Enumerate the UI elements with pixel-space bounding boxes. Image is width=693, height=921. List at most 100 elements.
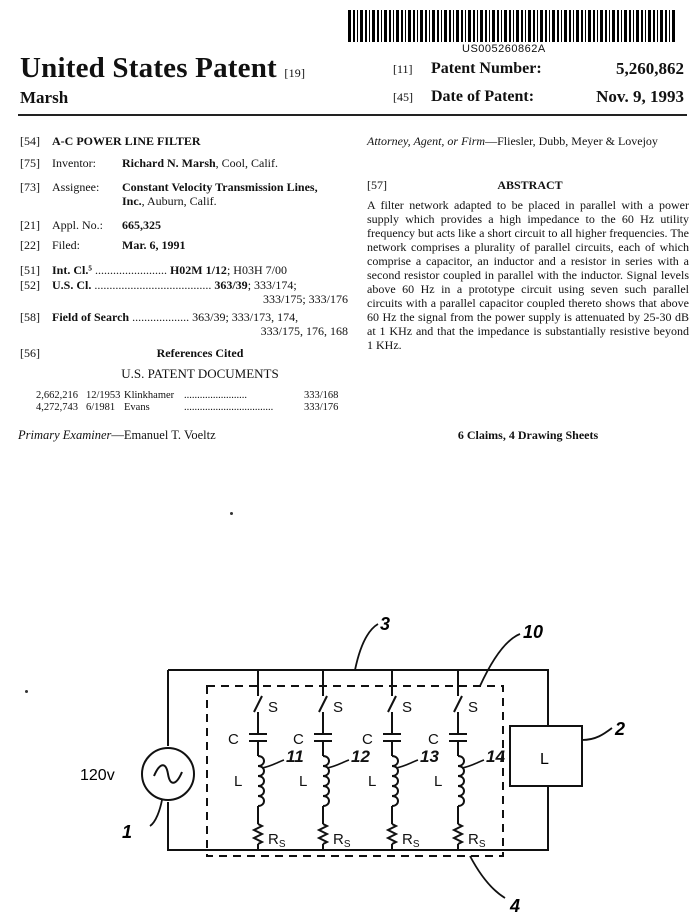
int-cl-leader: ........................ — [94, 263, 167, 277]
ref-class: 333/176 — [304, 402, 339, 413]
resistor-symbol — [251, 823, 265, 845]
primary-examiner: Primary Examiner—Emanuel T. Voeltz — [18, 428, 216, 442]
branch-ref-leader — [261, 759, 285, 769]
branch-ref-leader — [326, 759, 350, 769]
field-21: [21] Appl. No.: 665,325 — [20, 218, 350, 232]
claims-sheets: 6 Claims, 4 Drawing Sheets — [457, 428, 599, 442]
branch-ref-leader — [395, 759, 419, 769]
resistor-subscript: S — [413, 839, 420, 850]
inductor-symbol — [391, 755, 399, 807]
us-cl-leader: ....................................... — [94, 278, 212, 292]
field-75-code: [75] — [20, 156, 40, 170]
field-54: [54] A-C POWER LINE FILTER — [20, 134, 350, 148]
inventor-label: Inventor: — [52, 156, 96, 170]
load-label: L — [540, 751, 549, 768]
primary-examiner-label: Primary Examiner — [18, 428, 112, 442]
resistor-subscript: S — [279, 839, 286, 850]
field-of-search-line2: 333/175, 176, 168 — [260, 324, 348, 338]
branch-ref: 12 — [351, 747, 370, 766]
field-51: [51]Int. Cl.⁵ ........................ H… — [20, 263, 350, 277]
ref-network: 10 — [523, 622, 543, 642]
capacitor-symbol — [449, 733, 467, 742]
resistor-label: RS — [333, 831, 351, 850]
date-of-patent-row: [45] Date of Patent: — [393, 88, 611, 106]
field-73: [73]Assignee:Constant Velocity Transmiss… — [20, 180, 350, 208]
primary-examiner-value: —Emanuel T. Voeltz — [111, 428, 216, 442]
inductor-label: L — [234, 773, 242, 790]
source-voltage-label: 120v — [80, 767, 115, 784]
assignee-value: Constant Velocity Transmission Lines, In… — [122, 180, 342, 208]
us-cl-label: U.S. Cl. — [52, 278, 92, 292]
date-of-patent-code: [45] — [393, 90, 413, 104]
field-22: [22]Filed:Mar. 6, 1991 — [20, 238, 350, 252]
field-54-code: [54] — [20, 134, 40, 148]
int-cl-rest: ; H03H 7/00 — [226, 263, 287, 277]
ref-date: 6/1981 — [86, 402, 116, 413]
inductor-symbol — [457, 755, 465, 807]
inventor-name: Richard N. Marsh — [122, 156, 216, 170]
ref-name: Evans — [124, 402, 150, 413]
branch-ref: 14 — [486, 747, 505, 766]
inventor-surname: Marsh — [20, 88, 69, 107]
ref-leader: ........................ — [184, 390, 247, 401]
switch-label: S — [268, 699, 278, 716]
ref-leader: .................................. — [184, 402, 274, 413]
switch-symbol — [387, 695, 397, 713]
date-of-patent-value: Nov. 9, 1993 — [596, 87, 684, 106]
resistor-symbol — [316, 823, 330, 845]
assignee-label: Assignee: — [52, 180, 100, 194]
ref-number: 2,662,216 — [36, 390, 78, 401]
appl-no-label: Appl. No.: — [52, 218, 103, 232]
speck — [25, 690, 28, 693]
inductor-label: L — [434, 773, 442, 790]
patent-number-label: Patent Number: — [431, 60, 542, 77]
ref-source: 1 — [122, 822, 132, 842]
resistor-subscript: S — [479, 839, 486, 850]
field-of-search-leader: ................... — [132, 310, 190, 324]
patent-number-value: 5,260,862 — [616, 59, 684, 78]
inventor-value: Richard N. Marsh, Cool, Calif. — [122, 156, 342, 170]
abstract-text: A filter network adapted to be placed in… — [367, 198, 689, 352]
field-56-code: [56] — [20, 346, 40, 360]
int-cl-value: H02M 1/12 — [169, 263, 227, 277]
field-58-code: [58] — [20, 310, 40, 324]
appl-no-value: 665,325 — [122, 218, 161, 232]
field-of-search-label: Field of Search — [52, 310, 130, 324]
patent-title: United States Patent [19] — [20, 52, 305, 85]
inductor-symbol — [257, 755, 265, 807]
ref-wire: 3 — [380, 614, 390, 634]
date-of-patent-label: Date of Patent: — [431, 88, 535, 105]
speck — [230, 512, 233, 515]
switch-label: S — [333, 699, 343, 716]
switch-symbol — [253, 695, 263, 713]
us-cl-value: 363/39 — [214, 278, 248, 292]
field-51-code: [51] — [20, 263, 40, 277]
filed-value: Mar. 6, 1991 — [122, 238, 186, 252]
circuit-drawing: 120v L 1 2 3 4 10 SCLRS11SCLRS12SCLRS13S… — [80, 614, 625, 916]
attorney-label: Attorney, Agent, or Firm — [367, 134, 486, 148]
capacitor-symbol — [383, 733, 401, 742]
field-52: [52] U.S. Cl. ...........................… — [20, 278, 350, 292]
invention-title: A-C POWER LINE FILTER — [52, 134, 201, 148]
ref-name: Klinkhamer — [124, 390, 175, 401]
field-52-code: [52] — [20, 278, 40, 292]
switch-label: S — [402, 699, 412, 716]
barcode — [348, 10, 675, 42]
resistor-label: RS — [468, 831, 486, 850]
inventor-location: , Cool, Calif. — [215, 156, 279, 170]
switch-symbol — [318, 695, 328, 713]
us-cl-rest: ; 333/174; — [247, 278, 297, 292]
capacitor-symbol — [249, 733, 267, 742]
network-boundary — [206, 685, 504, 857]
us-patent-documents-heading: U.S. PATENT DOCUMENTS — [121, 366, 279, 381]
reference-row: 4,272,743 6/1981 Evans....................… — [36, 402, 346, 414]
branch-ref: 11 — [286, 747, 304, 766]
patent-number-row: [11]Patent Number: — [393, 60, 611, 78]
ref-number: 4,272,743 — [36, 402, 78, 413]
resistor-symbol — [385, 823, 399, 845]
field-21-code: [21] — [20, 218, 40, 232]
abstract-code: [57] — [367, 178, 387, 192]
capacitor-label: C — [228, 731, 239, 748]
assignee-location: , Auburn, Calif. — [141, 194, 217, 208]
capacitor-label: C — [293, 731, 304, 748]
